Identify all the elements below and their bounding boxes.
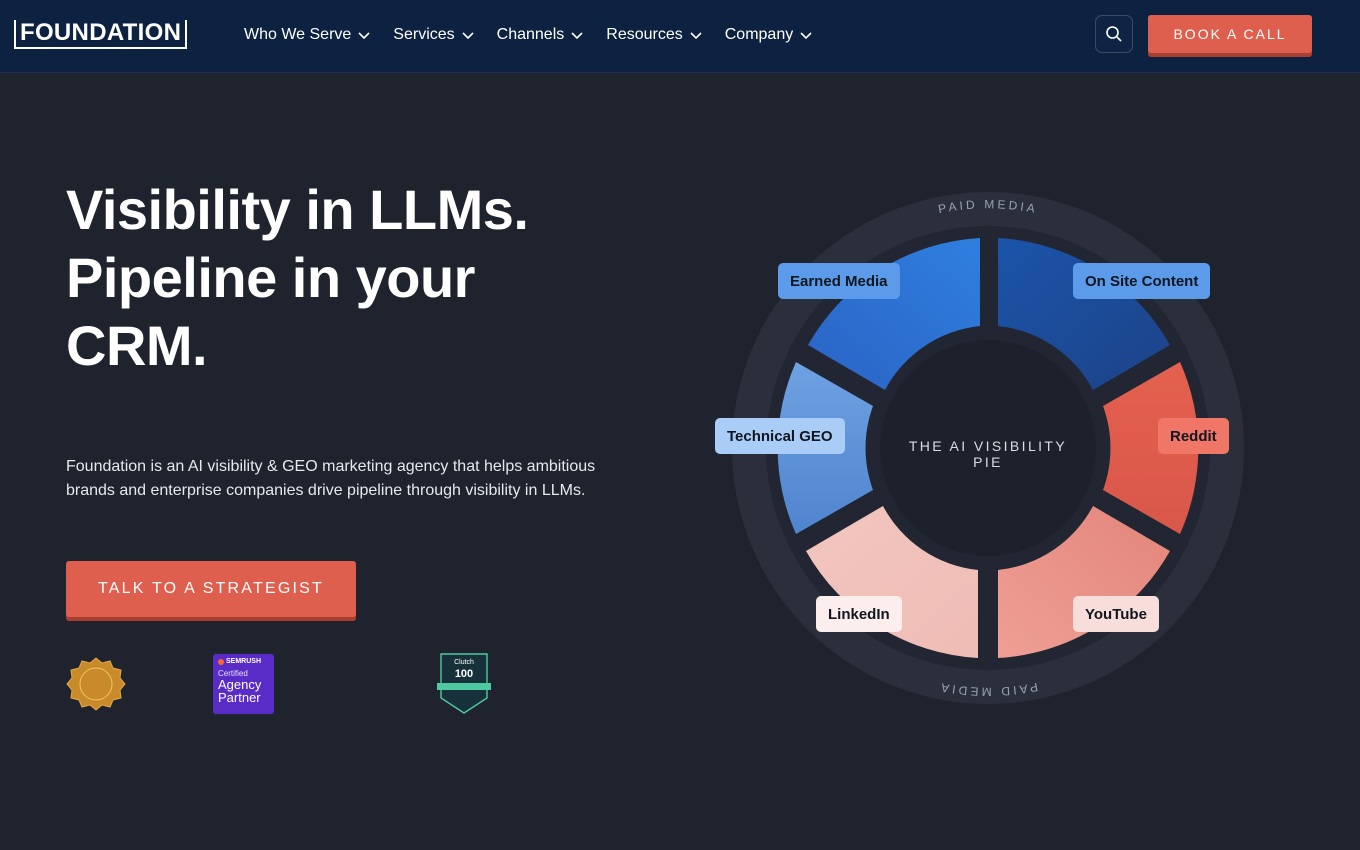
svg-text:PAID MEDIA: PAID MEDIA xyxy=(937,680,1039,699)
clutch-100-badge: Clutch 100 xyxy=(437,653,491,714)
chevron-down-icon xyxy=(571,32,583,40)
nav-item-label: Who We Serve xyxy=(244,26,352,43)
segment-on-site-content xyxy=(998,238,1170,390)
nav-item-resources[interactable]: Resources xyxy=(606,24,702,46)
chevron-down-icon xyxy=(800,32,812,40)
svg-text:100: 100 xyxy=(455,668,473,680)
nav-item-company[interactable]: Company xyxy=(725,24,813,46)
pie-label-technical-geo: Technical GEO xyxy=(715,418,845,454)
nav-item-label: Channels xyxy=(496,26,565,43)
linkedin-certified-badge xyxy=(66,657,126,711)
pie-top-label: PAID MEDIA xyxy=(937,197,1036,216)
chevron-down-icon xyxy=(690,32,702,40)
nav-item-who-we-serve[interactable]: Who We Serve xyxy=(244,24,371,46)
foundation-logo[interactable]: FOUNDATION xyxy=(14,20,188,49)
hero-title-line: CRM. xyxy=(66,314,208,377)
main-menu: Who We Serve Services Channels Resources… xyxy=(244,24,835,46)
pie-center-label: THE AI VISIBILITY PIE xyxy=(908,438,1068,470)
pie-label-youtube: YouTube xyxy=(1073,596,1159,632)
segment-earned-media xyxy=(808,238,980,390)
svg-text:PAID MEDIA: PAID MEDIA xyxy=(937,197,1039,216)
semrush-logo-icon xyxy=(218,658,224,665)
segment-youtube xyxy=(998,506,1170,658)
top-navigation: FOUNDATION Who We Serve Services Channel… xyxy=(0,0,1360,73)
segment-reddit xyxy=(1103,362,1199,534)
talk-to-strategist-button[interactable]: TALK TO A STRATEGIST xyxy=(66,561,356,617)
search-icon xyxy=(1106,26,1122,42)
chevron-down-icon xyxy=(462,32,474,40)
nav-item-services[interactable]: Services xyxy=(393,24,474,46)
pie-hub xyxy=(880,340,1096,556)
pie-label-linkedin: LinkedIn xyxy=(816,596,902,632)
hero-description: Foundation is an AI visibility & GEO mar… xyxy=(66,458,596,499)
chevron-down-icon xyxy=(358,32,370,40)
segment-linkedin xyxy=(806,506,978,658)
svg-text:Clutch: Clutch xyxy=(454,659,474,666)
semrush-agency-partner-badge: SEMRUSH Certified Agency Partner xyxy=(213,654,274,714)
pie-label-earned-media: Earned Media xyxy=(778,263,900,299)
nav-item-label: Company xyxy=(724,26,794,43)
hero-title-line: Pipeline in your xyxy=(66,246,475,309)
ai-visibility-pie: PAID MEDIA PAID MEDIA xyxy=(732,192,1244,704)
pie-label-on-site-content: On Site Content xyxy=(1073,263,1211,299)
pie-label-reddit: Reddit xyxy=(1158,418,1229,454)
search-button[interactable] xyxy=(1095,15,1133,53)
hero-title-line: Visibility in LLMs. xyxy=(66,178,529,241)
hero-title: Visibility in LLMs. Pipeline in your CRM… xyxy=(66,176,626,380)
nav-item-label: Resources xyxy=(606,26,683,43)
nav-item-channels[interactable]: Channels xyxy=(497,24,585,46)
book-a-call-button[interactable]: BOOK A CALL xyxy=(1148,15,1312,53)
pie-bottom-label: PAID MEDIA xyxy=(937,680,1036,699)
nav-item-label: Services xyxy=(393,26,455,43)
